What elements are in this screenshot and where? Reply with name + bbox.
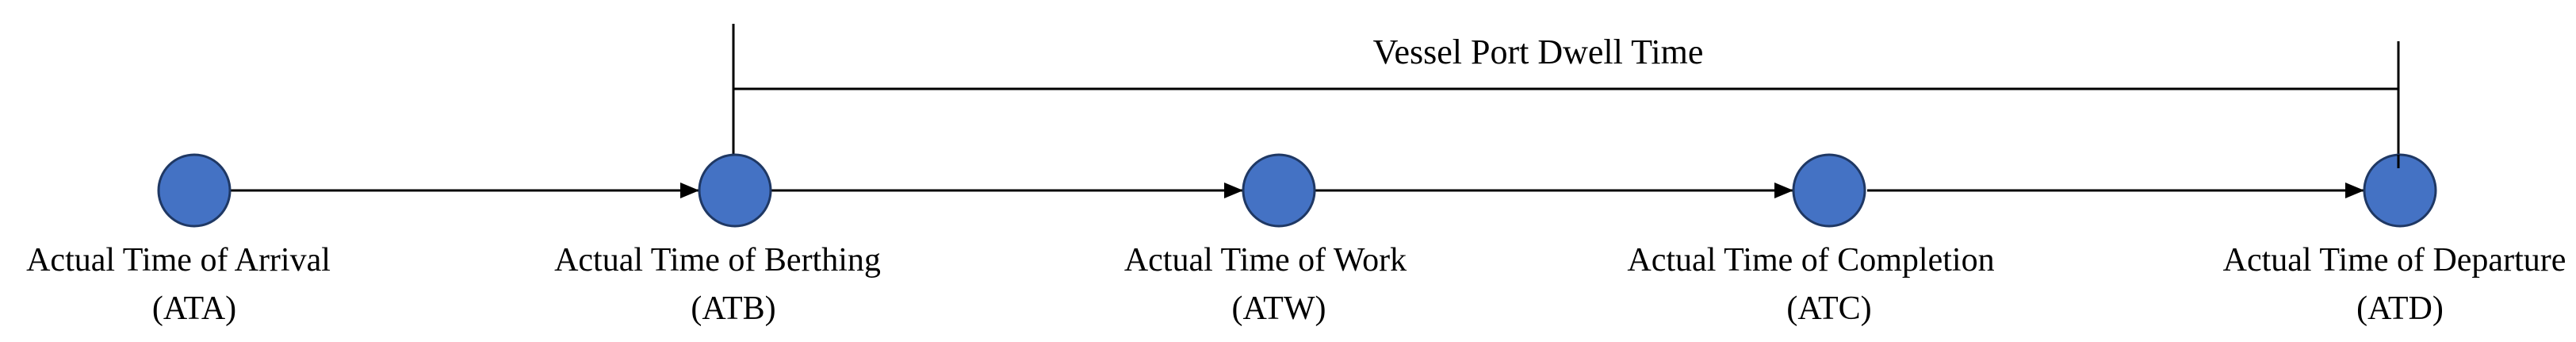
- node-label-line2: (ATA): [152, 290, 236, 327]
- node-circle: [1792, 153, 1866, 228]
- node-circle: [1242, 153, 1316, 228]
- node-label-line2: (ATC): [1786, 290, 1871, 327]
- node-label-line1: Actual Time of Berthing: [554, 242, 881, 279]
- node-label-line2: (ATD): [2356, 290, 2444, 327]
- node-label-line1: Actual Time of Arrival: [26, 242, 331, 279]
- timeline-node-ata: Actual Time of Arrival (ATA): [26, 153, 331, 327]
- timeline-node-atc: Actual Time of Completion (ATC): [1627, 153, 1995, 327]
- dwell-time-bracket: Vessel Port Dwell Time: [732, 24, 2400, 190]
- node-label-line2: (ATW): [1232, 290, 1326, 327]
- node-label-line1: Actual Time of Completion: [1627, 242, 1994, 279]
- node-circle: [698, 153, 772, 228]
- node-label-line1: Actual Time of Departure: [2223, 242, 2566, 279]
- timeline-node-atw: Actual Time of Work (ATW): [1124, 153, 1407, 327]
- node-circle: [157, 153, 232, 228]
- timeline-node-atb: Actual Time of Berthing (ATB): [554, 153, 881, 327]
- node-label-line2: (ATB): [691, 290, 775, 327]
- node-circle: [2363, 153, 2437, 228]
- dwell-time-label: Vessel Port Dwell Time: [1373, 33, 1704, 71]
- node-label-line1: Actual Time of Work: [1124, 242, 1407, 279]
- timeline-node-atd: Actual Time of Departure (ATD): [2223, 153, 2566, 327]
